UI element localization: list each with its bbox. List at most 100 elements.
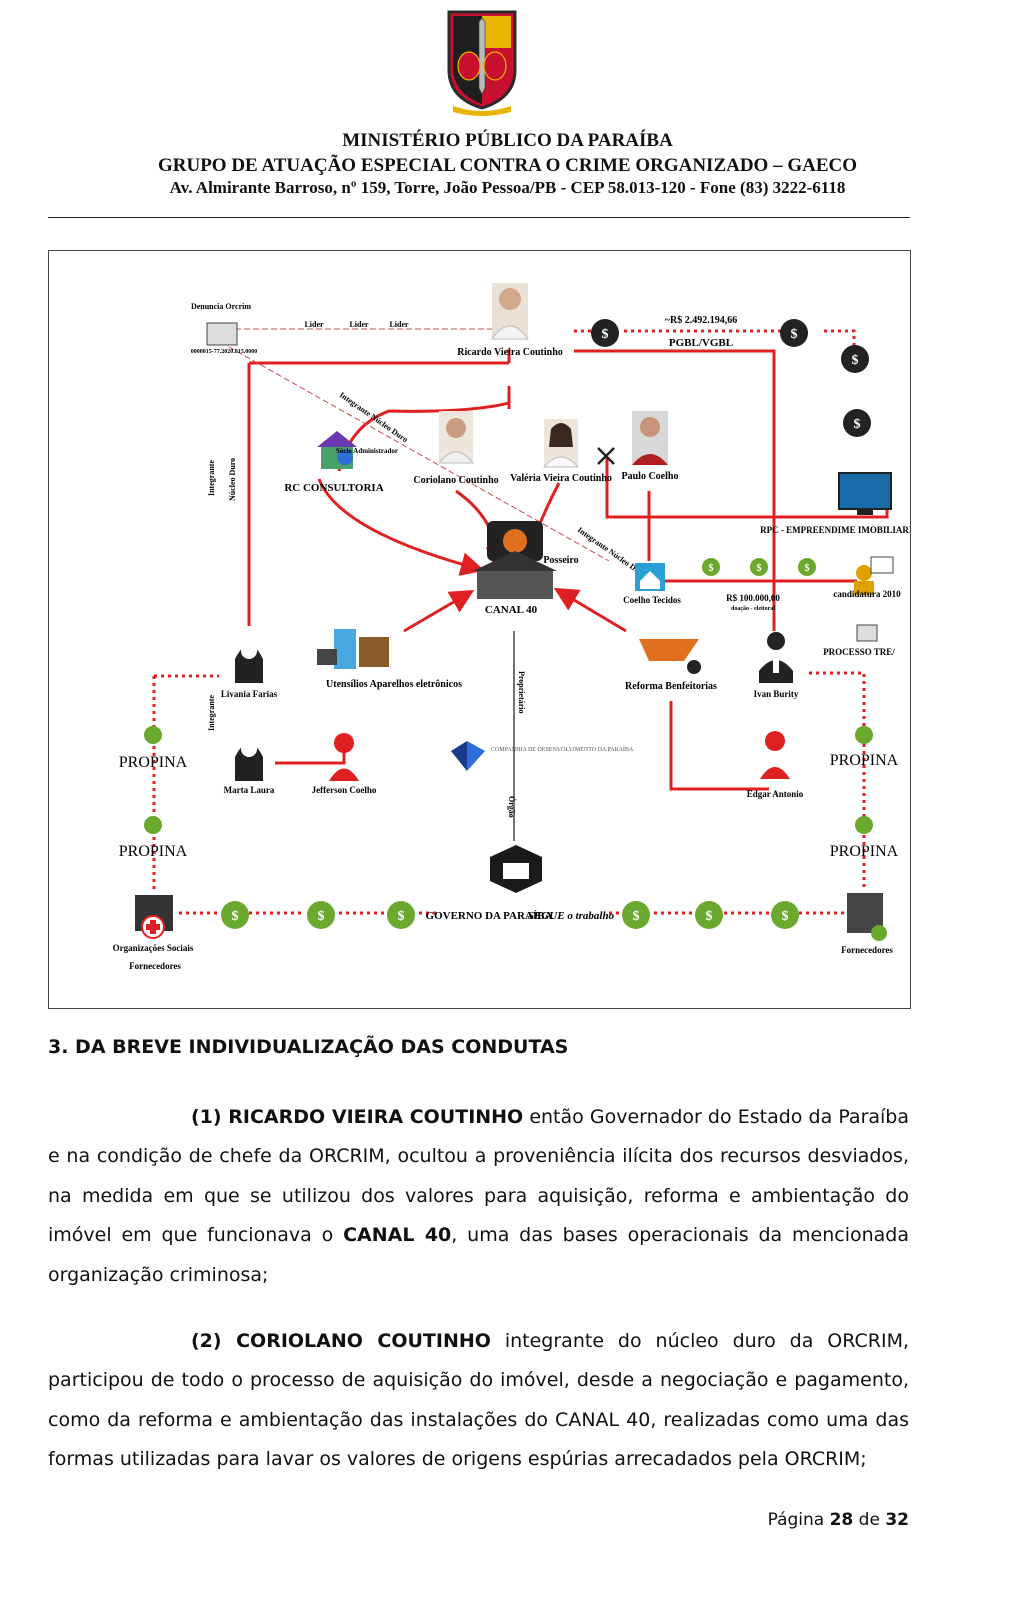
integrante-side-label-2: Integrante — [207, 695, 216, 731]
footer-page-number: 28 — [829, 1510, 854, 1530]
jefferson-person-icon — [329, 733, 359, 781]
wheelbarrow-icon — [639, 639, 701, 674]
canal40-building-icon — [473, 521, 557, 599]
utensilios-icon — [317, 629, 389, 669]
p1-canal: CANAL 40 — [343, 1224, 452, 1247]
paragraph-1: (1) RICARDO VIEIRA COUTINHO então Govern… — [48, 1098, 909, 1295]
svg-text:$: $ — [398, 909, 405, 924]
livania-person-icon — [235, 643, 263, 683]
svg-text:$: $ — [633, 909, 640, 924]
ricardo-label: Ricardo Vieira Coutinho — [457, 347, 563, 358]
coriolano-photo — [437, 411, 475, 464]
green-money-bag-icon: $ $ $ $ $ $ — [221, 901, 799, 929]
orcrim-diagram: Denuncia Orcrim 0000015-77.2020.815.0000… — [48, 250, 911, 1009]
governo-label: GOVERNO DA PARAÍBA — [426, 910, 553, 922]
svg-text:$: $ — [854, 417, 861, 432]
rc-house-icon — [317, 431, 357, 469]
reforma-label: Reforma Benfeitorias — [625, 681, 717, 692]
svg-text:$: $ — [318, 909, 325, 924]
socio-label: Sócio Administrador — [336, 447, 398, 455]
coriolano-label: Coriolano Coutinho — [413, 475, 498, 486]
address-line: Av. Almirante Barroso, nº 159, Torre, Jo… — [169, 178, 846, 197]
x-mark-icon — [597, 447, 615, 465]
red-cross-building-icon — [135, 895, 173, 939]
nucleo-line — [228, 346, 610, 562]
footer-de: de — [853, 1510, 886, 1530]
valeria-photo — [542, 419, 580, 468]
candidate-person-icon — [854, 556, 894, 595]
denuncia-number: 0000015-77.2020.815.0000 — [191, 349, 258, 355]
pgbl-label: PGBL/VGBL — [669, 337, 733, 349]
propina-coin-icon — [144, 816, 162, 834]
lider-label-1: Lider — [304, 320, 324, 329]
propina-right-1: PROPINA — [830, 752, 899, 769]
p1-text-2: , uma das bases operacionais da menciona… — [48, 1224, 909, 1286]
fornecedores-right-label: Fornecedores — [841, 945, 893, 955]
institution-name: MINISTÉRIO PÚBLICO DA PARAÍBA — [342, 130, 673, 151]
government-building-icon — [490, 845, 542, 893]
gaeco-logo — [447, 10, 517, 116]
rc-consultoria-label: RC CONSULTORIA — [284, 482, 383, 494]
edgar-label: Edgar Antonio — [747, 789, 804, 799]
amount-top: ~R$ 2.492.194,66 — [665, 315, 737, 326]
paulo-label: Paulo Coelho — [622, 471, 679, 482]
p1-text-1: então Governador do Estado da Paraíba e … — [48, 1106, 910, 1247]
p1-name: RICARDO VIEIRA COUTINHO — [228, 1106, 524, 1128]
propina-coin-icon — [855, 726, 873, 744]
integrante-side-label: Integrante — [207, 460, 216, 496]
cehap-label: COMPANHIA DE DESENVOLVIMENTO DA PARAÍBA — [491, 745, 634, 753]
svg-text:$: $ — [791, 327, 798, 342]
rs100-label: R$ 100.000,00 — [726, 593, 780, 603]
svg-text:$: $ — [852, 353, 859, 368]
footer-pagina: Página — [767, 1510, 830, 1530]
svg-text:$: $ — [757, 563, 762, 574]
doacao-label: doação - eleitoral — [731, 606, 775, 612]
cehap-logo-icon — [451, 741, 485, 771]
orgao-label: Órgão — [507, 796, 517, 818]
jefferson-label: Jefferson Coelho — [312, 785, 377, 795]
valeria-label: Valéria Vieira Coutinho — [510, 473, 612, 484]
p2-name: CORIOLANO COUTINHO — [236, 1330, 491, 1352]
ivan-person-icon — [759, 632, 793, 683]
rpc-computer-icon — [838, 472, 892, 515]
paragraph-2: (2) CORIOLANO COUTINHO integrante do núc… — [48, 1322, 909, 1480]
p1-number: (1) — [191, 1106, 229, 1128]
segue-label: SEGUE o trabalho — [528, 910, 615, 922]
nucleo-side-label: Núcleo Duro — [228, 458, 237, 501]
supplier-building-icon — [847, 893, 887, 941]
group-name: GRUPO DE ATUAÇÃO ESPECIAL CONTRA O CRIME… — [157, 155, 858, 176]
candidatura-label: candidatura 2010 — [833, 589, 901, 599]
posseiro-label: Posseiro — [543, 555, 578, 566]
green-money-bag-icon: $ $ $ — [702, 558, 816, 576]
proprietario-label: Proprietário — [517, 671, 526, 714]
coelho-tecidos-label: Coelho Tecidos — [623, 595, 681, 605]
rpc-label: RPC - EMPREENDIME IMOBILIARIOS LT — [760, 525, 910, 535]
propina-coin-icon — [144, 726, 162, 744]
dotted-flow-lines — [152, 329, 866, 915]
propina-coin-icon — [855, 816, 873, 834]
propina-left-2: PROPINA — [119, 843, 188, 860]
canal40-label: CANAL 40 — [485, 604, 538, 616]
processo-icon — [856, 624, 878, 642]
integrante-nucleo-label-1: Integrante Núcleo Duro — [338, 390, 410, 444]
money-bag-icon: $ $ $ $ — [591, 319, 871, 437]
svg-text:$: $ — [709, 563, 714, 574]
p2-number: (2) — [191, 1330, 237, 1352]
ivan-label: Ivan Burity — [754, 689, 799, 699]
processo-label: PROCESSO TRE/ — [823, 647, 895, 657]
p2-text-1: integrante do núcleo duro da ORCRIM, par… — [48, 1330, 909, 1471]
svg-text:$: $ — [232, 909, 239, 924]
propina-right-2: PROPINA — [830, 843, 899, 860]
paulo-photo — [632, 411, 668, 465]
svg-text:$: $ — [602, 327, 609, 342]
svg-text:$: $ — [706, 909, 713, 924]
section-title: 3. DA BREVE INDIVIDUALIZAÇÃO DAS CONDUTA… — [48, 1036, 569, 1058]
connection-lines — [247, 349, 889, 841]
coelho-tecidos-icon — [635, 563, 665, 591]
header-rule — [48, 217, 910, 218]
livania-label: Livania Farias — [221, 689, 278, 699]
lider-label-3: Lider — [389, 320, 409, 329]
denuncia-label: Denuncia Orcrim — [191, 302, 251, 311]
footer-total-pages: 32 — [885, 1510, 909, 1530]
utensilios-label: Utensílios Aparelhos eletrônicos — [326, 679, 462, 690]
